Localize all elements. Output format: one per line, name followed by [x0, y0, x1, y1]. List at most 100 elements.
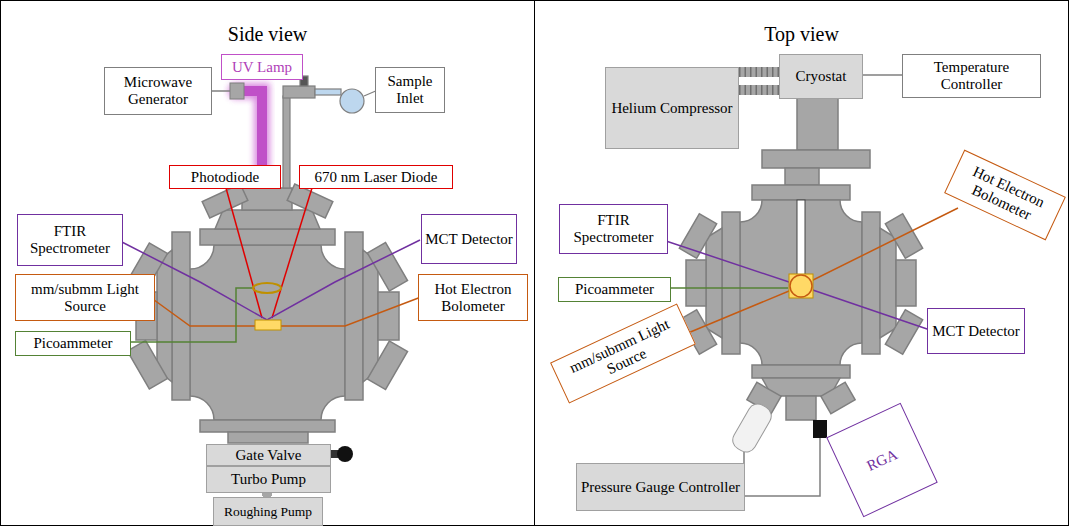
uv-lamp-plume [207, 83, 262, 165]
equipment-label: RGA [864, 446, 900, 475]
illustration-rect [752, 365, 850, 378]
illustration-polygon [157, 250, 172, 382]
connector-line [863, 74, 902, 76]
equipment-label: Hot Electron Bolometer [948, 157, 1062, 234]
view-panel: Top viewHelium Compressor Cryostat Tempera… [534, 0, 1069, 526]
illustration-rect [230, 83, 244, 99]
equipment-label: 670 nm Laser Diode [315, 169, 438, 186]
equipment-label: Photodiode [191, 169, 259, 186]
cold-finger [797, 200, 805, 276]
illustration-line [226, 188, 262, 318]
equipment-label: Microwave Generator [105, 74, 211, 108]
panel-title: Top view [535, 23, 1068, 45]
equipment-box: Temperature Controller [902, 54, 1041, 98]
illustration-ellipse [253, 283, 281, 293]
equipment-label: mm/submm Light Source [553, 309, 692, 398]
equipment-box: mm/submm Light Source [550, 304, 696, 404]
equipment-label: Temperature Controller [903, 59, 1040, 93]
illustration-rect [242, 188, 292, 210]
illustration-path [236, 91, 262, 165]
illustration-rect [200, 420, 335, 432]
hose-coil [739, 67, 779, 77]
illustration-rect [127, 340, 167, 389]
illustration-rect [287, 184, 333, 218]
equipment-box: FTIR Spectrometer [559, 204, 668, 254]
equipment-box: Turbo Pump [206, 466, 331, 493]
equipment-box: Hot Electron Bolometer [944, 150, 1066, 241]
equipment-label: Hot Electron Bolometer [419, 281, 527, 315]
equipment-box: Microwave Generator [104, 67, 212, 115]
illustration-circle [340, 89, 364, 113]
illustration-rect [330, 450, 338, 458]
illustration-rect [722, 212, 740, 354]
illustration-rect [686, 260, 706, 306]
illustration-rect [283, 86, 315, 98]
illustration-polyline [676, 208, 958, 338]
equipment-label: Turbo Pump [231, 471, 306, 488]
sample-substrate [789, 274, 813, 298]
illustration-line [670, 287, 788, 289]
equipment-label: Gate Valve [236, 447, 302, 464]
equipment-label: Helium Compressor [611, 100, 732, 117]
gate-valve-knob [330, 446, 353, 462]
illustration-rect [821, 382, 855, 413]
illustration-rect [785, 168, 819, 185]
illustration-path [190, 245, 345, 420]
equipment-box: Pressure Gauge Controller [576, 463, 745, 511]
illustration-polygon [880, 228, 896, 338]
equipment-label: Roughing Pump [224, 505, 312, 519]
equipment-label: MCT Detector [425, 231, 513, 248]
illustration-rect [228, 432, 308, 443]
illustration-rect [315, 89, 341, 95]
top-beams [663, 208, 958, 338]
equipment-label: UV Lamp [232, 59, 292, 76]
equipment-label: Pressure Gauge Controller [581, 479, 740, 496]
helium-hose [739, 67, 779, 77]
equipment-box: Picoammeter [558, 277, 671, 302]
rga-feedthrough [813, 420, 827, 438]
illustration-rect [283, 96, 290, 188]
equipment-box: Gate Valve [206, 444, 331, 466]
side-chamber [127, 184, 407, 443]
equipment-label: mm/submm Light Source [16, 281, 154, 315]
gauge-wires [740, 438, 820, 496]
side-beams [118, 188, 421, 342]
equipment-box: Helium Compressor [605, 67, 739, 149]
illustration-rect [345, 232, 363, 400]
equipment-box: UV Lamp [221, 54, 303, 80]
illustration-rect [378, 292, 399, 340]
illustration-path [740, 200, 862, 365]
equipment-box: Photodiode [169, 165, 281, 189]
pressure-gauge [729, 400, 775, 455]
illustration-rect [786, 396, 816, 420]
illustration-rect [202, 184, 248, 218]
sample-ring [790, 275, 812, 297]
equipment-label: MCT Detector [932, 323, 1020, 340]
equipment-label: Cryostat [796, 68, 847, 85]
equipment-box: Sample Inlet [375, 67, 445, 113]
helium-hose [739, 85, 779, 95]
illustration-circle [337, 446, 353, 462]
equipment-box: RGA [826, 403, 938, 517]
equipment-box: Roughing Pump [213, 497, 323, 526]
equipment-box: mm/submm Light Source [15, 274, 155, 321]
illustration-polyline [118, 240, 420, 320]
illustration-polyline [150, 297, 421, 326]
illustration-path [236, 91, 262, 165]
equipment-box: Cryostat [779, 54, 863, 99]
equipment-box: Picoammeter [15, 331, 131, 356]
equipment-label: FTIR Spectrometer [18, 223, 122, 257]
equipment-label: Sample Inlet [376, 73, 444, 107]
illustration-rect [200, 229, 335, 245]
sample-substrate [255, 320, 281, 330]
equipment-box: MCT Detector [927, 308, 1025, 354]
illustration-rect [762, 150, 870, 168]
hose-coil [739, 85, 779, 95]
illustration-rect [862, 212, 880, 354]
equipment-label: Picoammeter [33, 335, 112, 352]
equipment-label: FTIR Spectrometer [560, 212, 667, 246]
illustration-rect [172, 232, 190, 400]
illustration-rect [367, 341, 407, 390]
illustration-rect [752, 185, 850, 200]
